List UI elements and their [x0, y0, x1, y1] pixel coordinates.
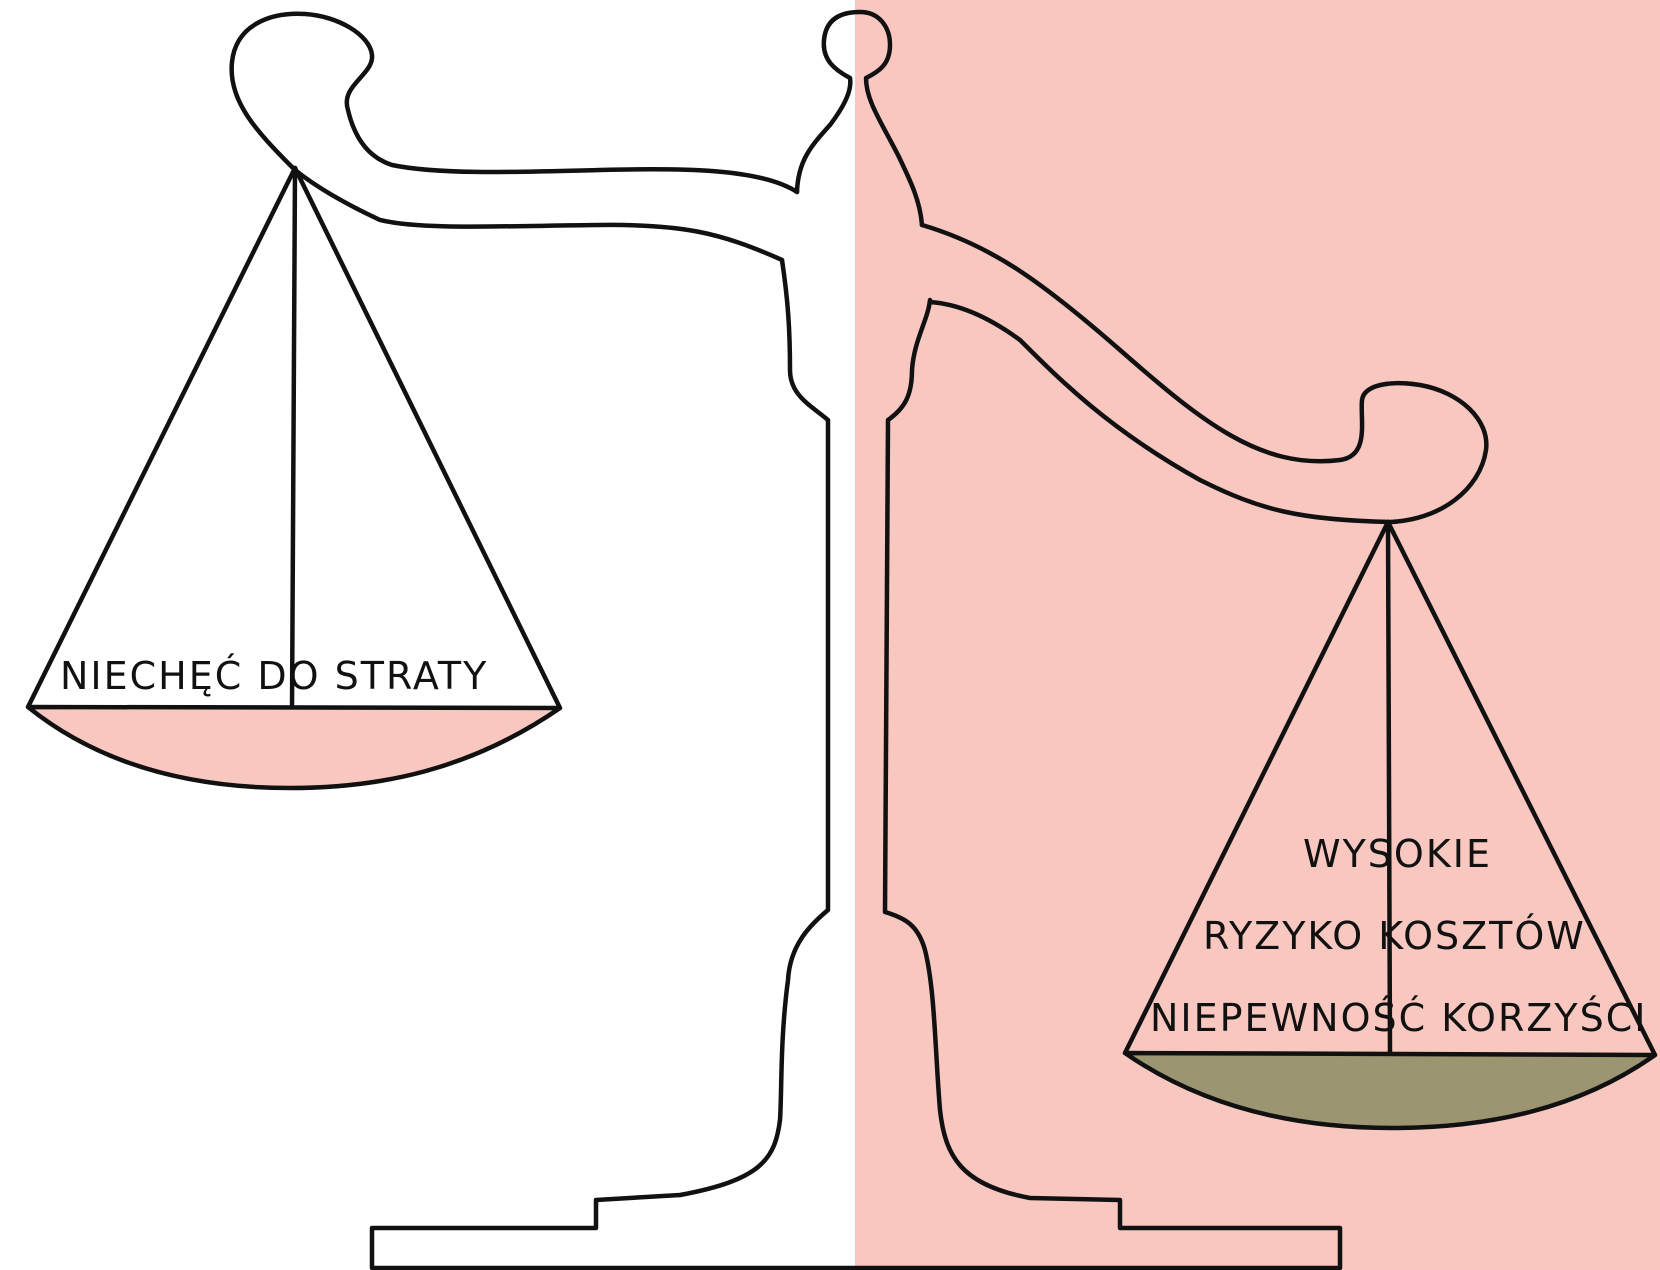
right-string-right [1385, 519, 1658, 1058]
right-pan-label-line-2: RYZYKO KOSZTÓW [1203, 914, 1586, 958]
right-string-center [1385, 519, 1393, 1058]
left-pan-bowl [25, 704, 563, 791]
center-post-outline [369, 9, 1343, 1270]
right-pan-bowl [1122, 1050, 1658, 1131]
left-arm-outline [229, 11, 800, 263]
right-pan-label-line-1: WYSOKIE [1303, 832, 1492, 876]
right-pan-label-line-3: NIEPEWNOŚĆ KORZYŚCI [1150, 996, 1648, 1040]
right-string-left [1122, 519, 1391, 1056]
left-string-center [289, 165, 298, 713]
left-string-right [292, 165, 563, 711]
left-pan-label: NIECHĘĆ DO STRATY [60, 654, 489, 698]
left-string-left [25, 165, 298, 710]
right-arm-outline [919, 222, 1489, 525]
